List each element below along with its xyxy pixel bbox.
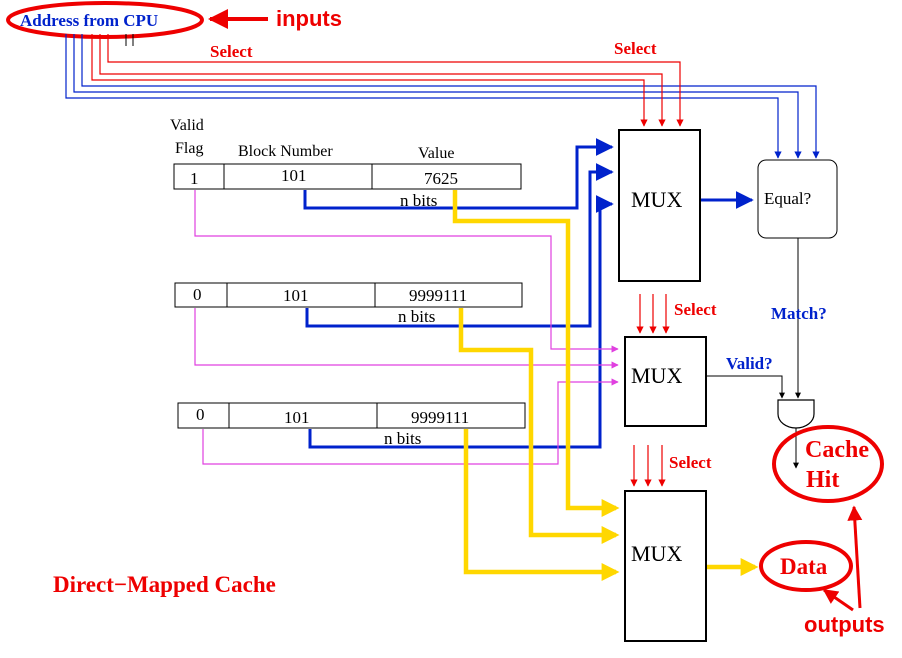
value-wires [452,190,620,581]
select-wires-top [91,34,684,127]
outputs-arrows [822,505,863,612]
mux-1-label: MUX [631,187,682,212]
row-1-bits: n bits [400,191,437,210]
cache-row-1: 1 101 7625 n bits [173,163,522,210]
row-1-block: 101 [281,166,307,185]
mux-3-label: MUX [631,541,682,566]
mux-2-label: MUX [631,363,682,388]
outputs-label: outputs [804,612,885,637]
row-2-value: 9999111 [409,286,467,305]
valid-wire [706,375,785,399]
data-label: Data [780,554,828,579]
row-2-bits: n bits [398,307,435,326]
cache-hit-line2: Hit [806,467,839,493]
mux-valid-flag [624,336,707,427]
header-block-number: Block Number [238,143,333,160]
address-ellipse [6,1,204,39]
address-tick-marks [125,34,134,46]
cache-hit-ellipse [772,425,884,503]
row-2-block: 101 [283,286,309,305]
header-valid-line1: Valid [170,117,204,134]
valid-q-label: Valid? [726,354,773,373]
inputs-label: inputs [276,6,342,31]
row-2-valid: 0 [193,285,202,304]
row-3-valid: 0 [196,405,205,424]
select-label-2: Select [614,39,657,58]
diagram-title: Direct−Mapped Cache [53,572,276,597]
select-label-4: Select [669,453,712,472]
select-wires-middle [636,294,670,334]
and-gate [777,399,815,429]
cache-row-3: 0 101 9999111 n bits [177,402,526,448]
cache-hit-line1: Cache [805,437,869,463]
mux-value [624,490,707,642]
select-wires-bottom [630,445,666,487]
cache-row-2: 0 101 9999111 n bits [174,282,523,326]
match-label: Match? [771,304,827,323]
row-1-value: 7625 [424,169,458,188]
row-3-value: 9999111 [411,408,469,427]
row-3-bits: n bits [384,429,421,448]
mux-block-number [618,129,701,282]
row-1-valid: 1 [190,169,199,188]
address-tag-wires [65,34,820,159]
valid-flag-wires [194,190,619,465]
select-label-3: Select [674,300,717,319]
header-valid-line2: Flag [175,140,203,157]
data-ellipse [759,540,853,592]
select-label-1: Select [210,42,253,61]
equal-label: Equal? [764,189,811,208]
header-value: Value [418,145,454,162]
address-label: Address from CPU [20,11,158,30]
block-number-wires [303,138,614,449]
row-3-block: 101 [284,408,310,427]
